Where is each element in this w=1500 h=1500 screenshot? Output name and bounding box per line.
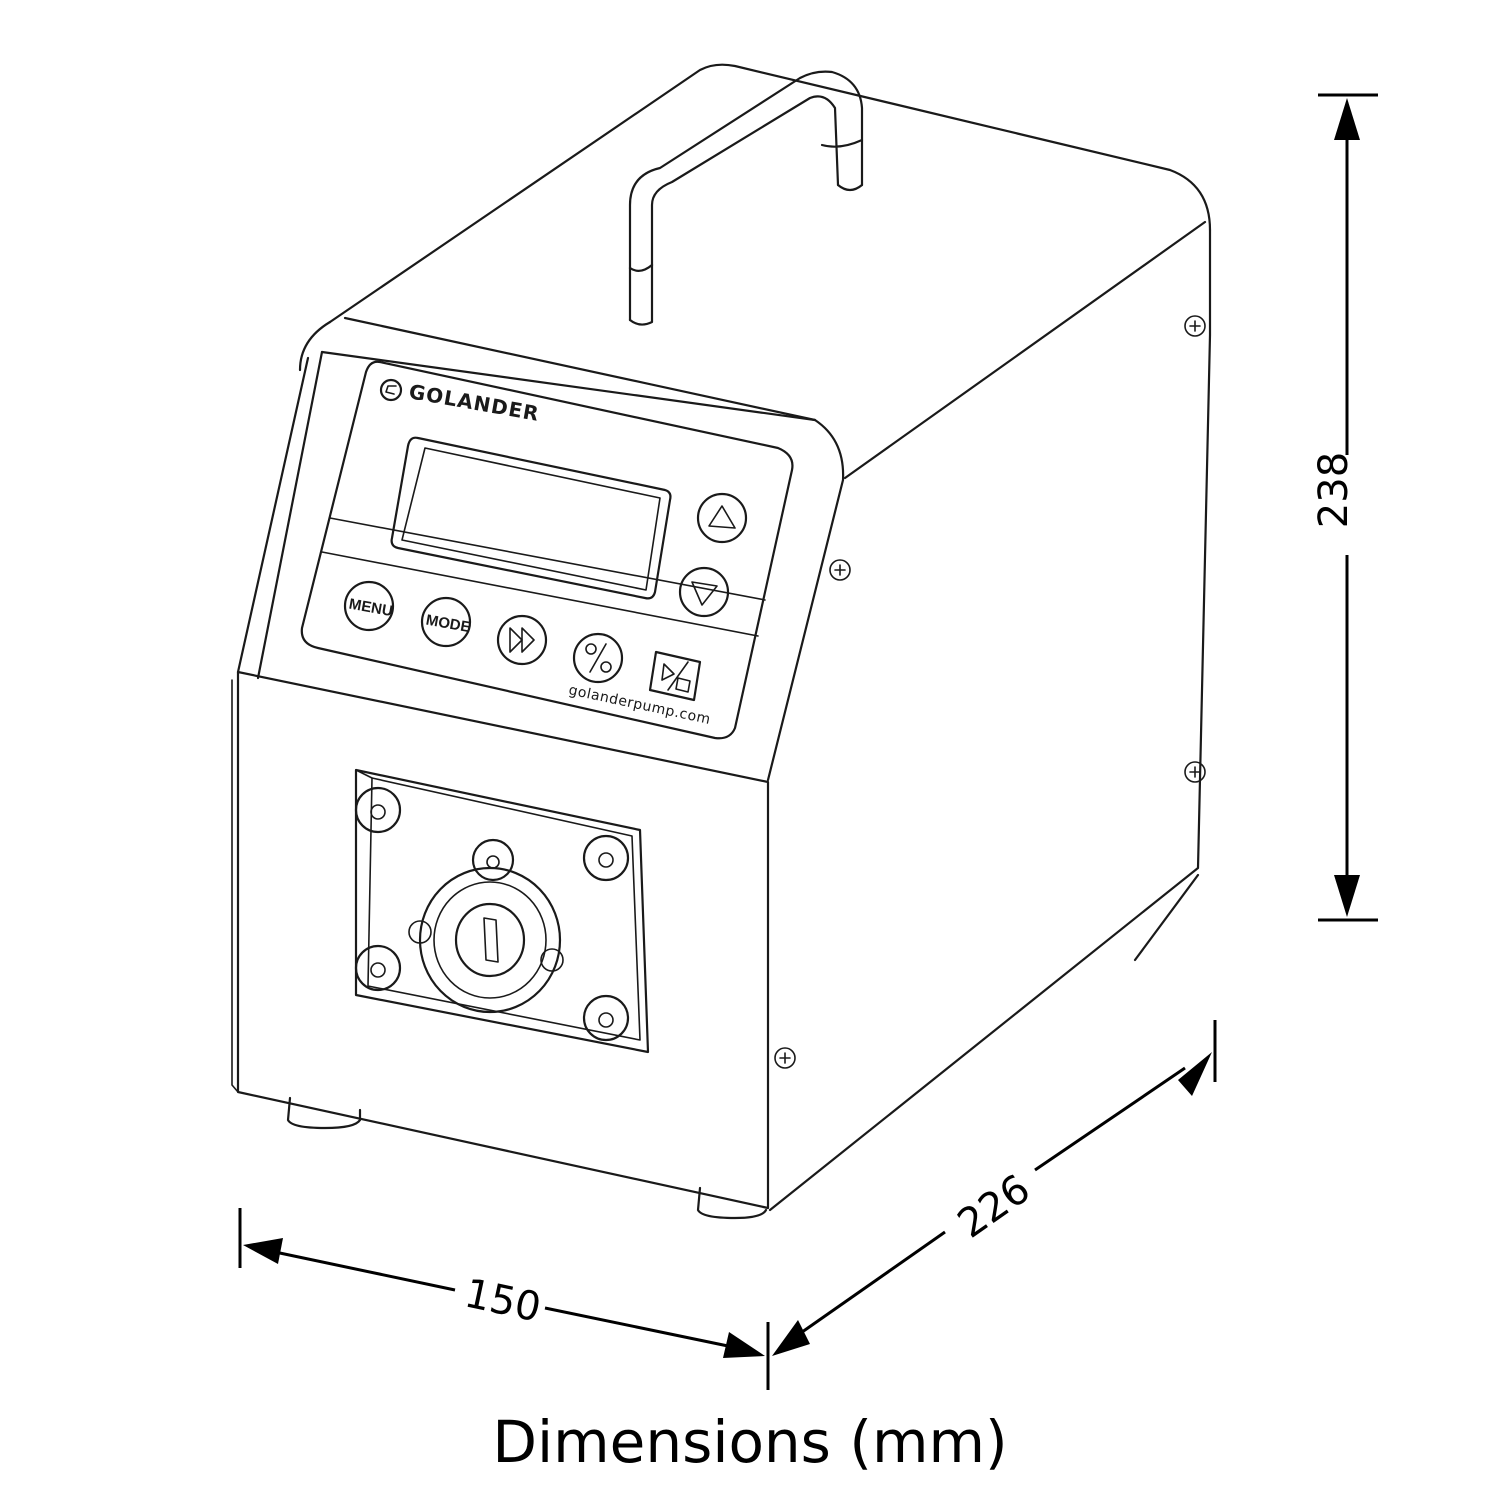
side-screws: [774, 315, 1206, 1069]
depth-label: 226: [950, 1166, 1039, 1247]
mode-button[interactable]: MODE: [420, 596, 472, 648]
rotation-direction-icon[interactable]: [572, 632, 624, 684]
height-label: 238: [1311, 452, 1357, 528]
pump-head: [354, 768, 650, 1054]
triangle-up-icon[interactable]: [696, 492, 748, 544]
carry-handle: [628, 70, 864, 326]
dimensions-caption: Dimensions (mm): [492, 1408, 1008, 1476]
menu-button[interactable]: MENU: [343, 580, 395, 632]
width-label: 150: [461, 1271, 545, 1332]
triangle-down-icon[interactable]: [678, 566, 730, 618]
lcd-display: [390, 436, 672, 600]
control-panel: [300, 360, 794, 740]
svg-text:MODE: MODE: [425, 612, 472, 637]
start-stop-icon[interactable]: [648, 650, 702, 702]
height-dimension: 238: [1311, 93, 1378, 922]
svg-text:MENU: MENU: [348, 596, 394, 620]
width-dimension: 150: [238, 1208, 770, 1390]
fast-forward-icon[interactable]: [496, 614, 548, 666]
pump-body: [231, 63, 1212, 1220]
depth-dimension: 226: [772, 1020, 1217, 1356]
brand-name: GOLANDER: [407, 379, 541, 426]
